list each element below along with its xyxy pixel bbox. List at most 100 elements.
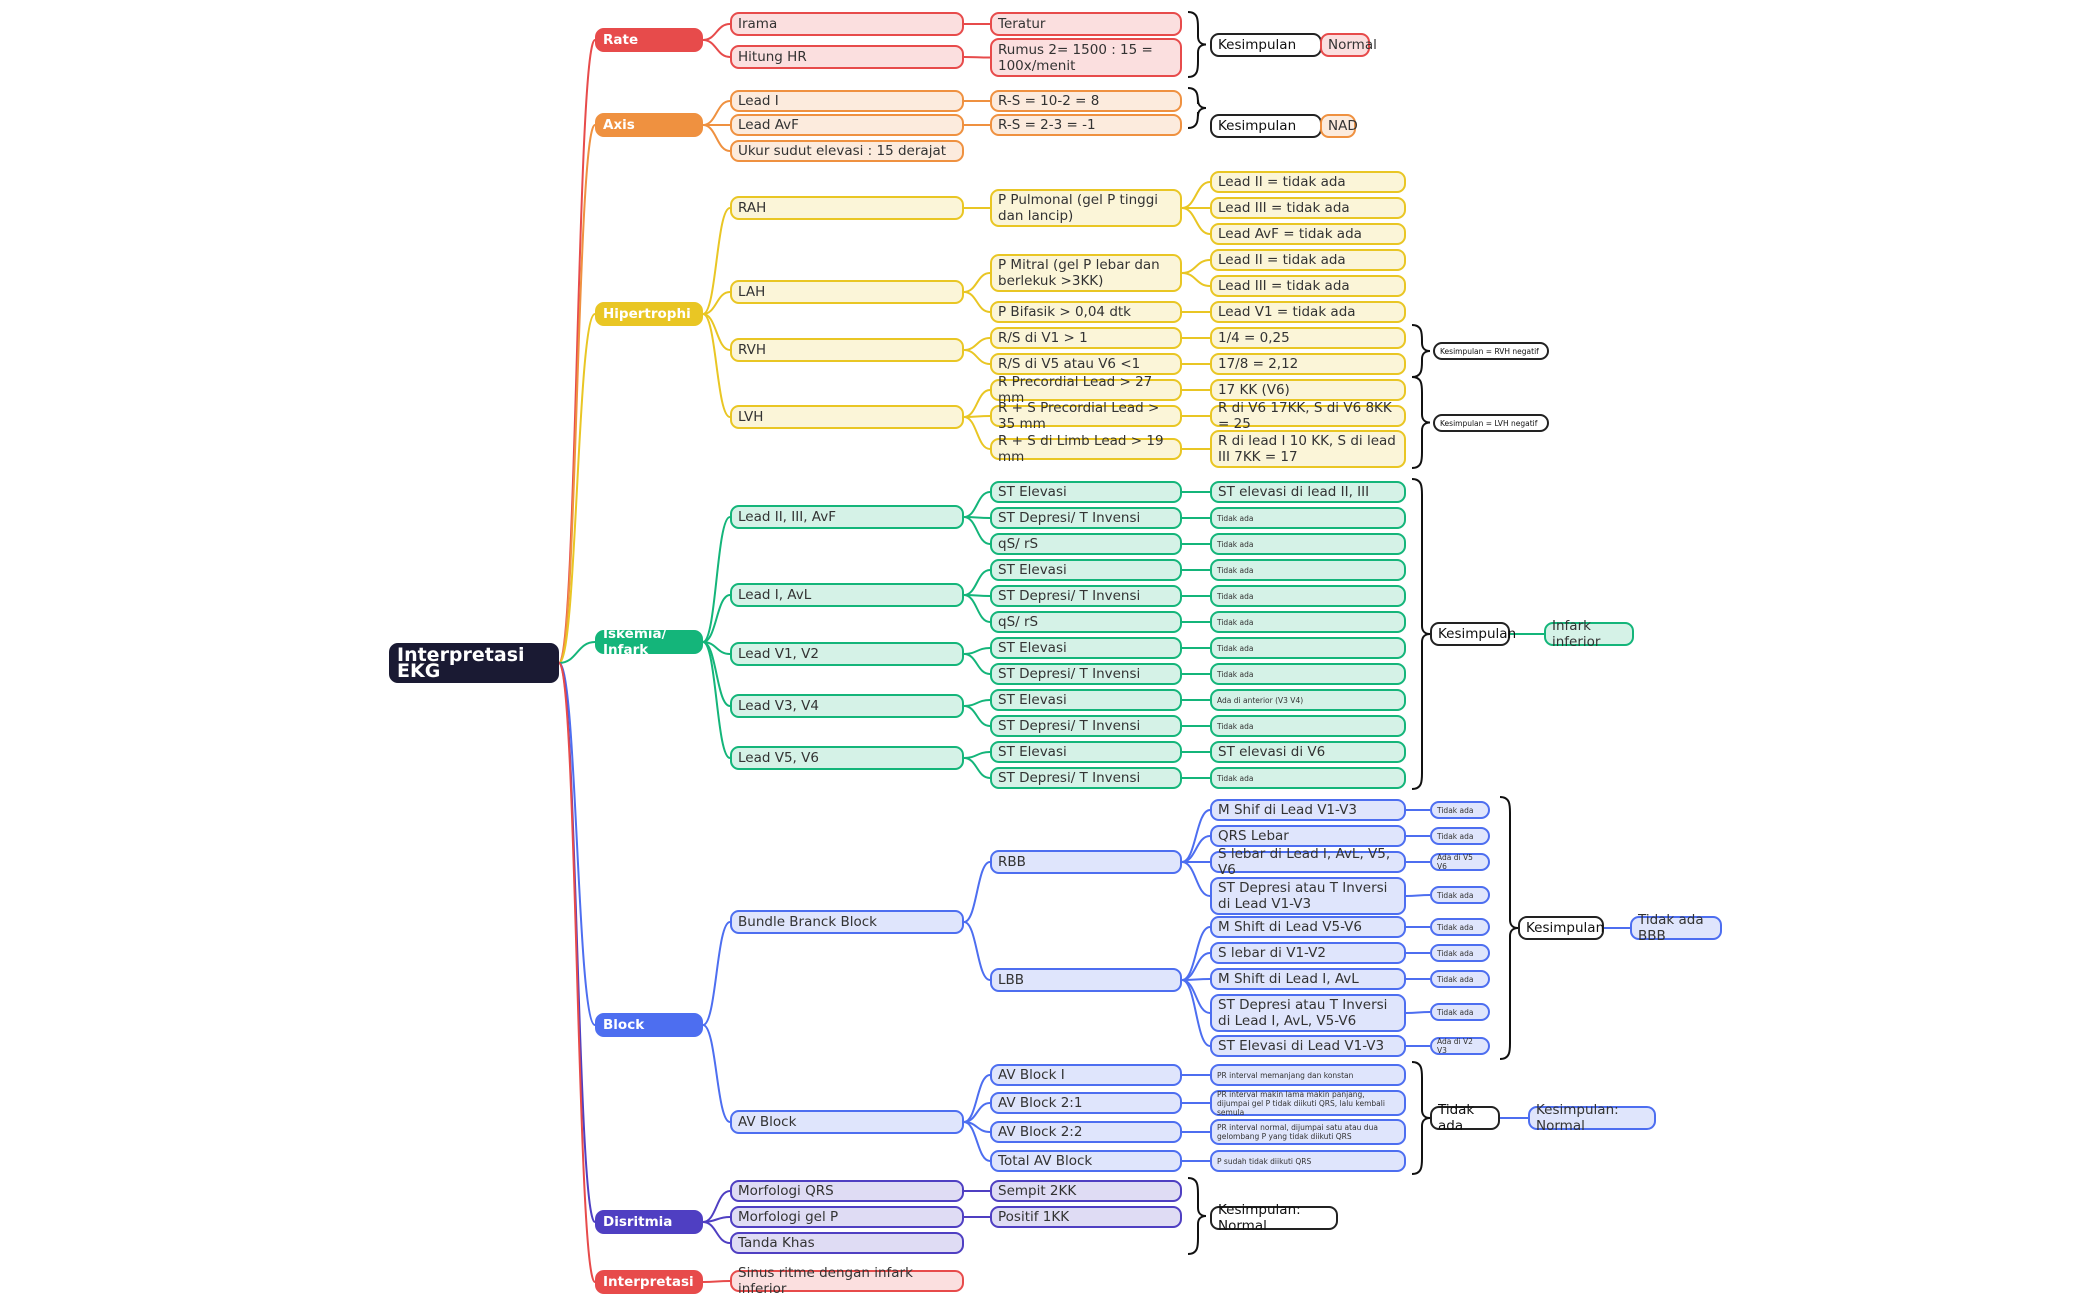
axis-0v[interactable]: R-S = 10-2 = 8	[990, 90, 1182, 112]
iskemia-criterion[interactable]: ST Depresi/ T Invensi	[990, 715, 1182, 737]
iskemia-criterion[interactable]: ST Elevasi	[990, 689, 1182, 711]
h-lah[interactable]: LAH	[730, 280, 964, 304]
av-block-criterion[interactable]: PR interval makin lama makin panjang, di…	[1210, 1090, 1406, 1117]
iskemia-kesimpulan[interactable]: Kesimpulan	[1430, 622, 1516, 646]
rbb-finding[interactable]: Tidak ada	[1430, 886, 1490, 904]
h-lvh-v0[interactable]: 17 KK (V6)	[1210, 379, 1406, 401]
b-av[interactable]: AV Block	[730, 1110, 964, 1134]
branch-block[interactable]: Block	[595, 1013, 703, 1037]
lbb-criterion[interactable]: ST Depresi atau T Inversi di Lead I, AvL…	[1210, 994, 1406, 1032]
branch-hipertrophi[interactable]: Hipertrophi	[595, 302, 703, 326]
rate-result[interactable]: Normal	[1320, 33, 1377, 57]
branch-disritmia[interactable]: Disritmia	[595, 1210, 703, 1234]
h-rah-l0[interactable]: Lead II = tidak ada	[1210, 171, 1406, 193]
axis-kesimpulan[interactable]: Kesimpulan	[1210, 114, 1322, 138]
axis-1v[interactable]: R-S = 2-3 = -1	[990, 114, 1182, 136]
iskemia-finding[interactable]: Tidak ada	[1210, 533, 1406, 555]
iskemia-finding[interactable]: Tidak ada	[1210, 767, 1406, 789]
rbb-finding[interactable]: Tidak ada	[1430, 801, 1490, 819]
lbb-criterion[interactable]: S lebar di V1-V2	[1210, 942, 1406, 964]
av-block-type[interactable]: AV Block 2:1	[990, 1092, 1182, 1114]
iskemia-group[interactable]: Lead V5, V6	[730, 746, 964, 770]
d-1v[interactable]: Positif 1KK	[990, 1206, 1182, 1228]
rbb-criterion[interactable]: ST Depresi atau T Inversi di Lead V1-V3	[1210, 877, 1406, 915]
interpretasi-value[interactable]: Sinus ritme dengan infark inferior	[730, 1265, 964, 1297]
iskemia-criterion[interactable]: qS/ rS	[990, 611, 1182, 633]
rbb-criterion[interactable]: S lebar di Lead I, AvL, V5, V6	[1210, 846, 1406, 878]
rate-1[interactable]: Hitung HR	[730, 45, 964, 69]
iskemia-finding[interactable]: Tidak ada	[1210, 559, 1406, 581]
h-rvh-v1[interactable]: 17/8 = 2,12	[1210, 353, 1406, 375]
iskemia-criterion[interactable]: ST Elevasi	[990, 481, 1182, 503]
h-lvh[interactable]: LVH	[730, 405, 964, 429]
av-block-criterion[interactable]: PR interval normal, dijumpai satu atau d…	[1210, 1119, 1406, 1145]
disritmia-kesimpulan[interactable]: Kesimpulan: Normal	[1210, 1202, 1338, 1234]
h-rah-l1[interactable]: Lead III = tidak ada	[1210, 197, 1406, 219]
branch-rate[interactable]: Rate	[595, 28, 703, 52]
iskemia-result[interactable]: Infark inferior	[1544, 618, 1634, 650]
h-lvh-v2[interactable]: R di lead I 10 KK, S di lead III 7KK = 1…	[1210, 430, 1406, 468]
h-lvh-c1[interactable]: R + S Precordial Lead > 35 mm	[990, 400, 1182, 432]
lbb-finding[interactable]: Tidak ada	[1430, 1003, 1490, 1021]
h-lvh-c0[interactable]: R Precordial Lead > 27 mm	[990, 374, 1182, 406]
iskemia-criterion[interactable]: ST Elevasi	[990, 637, 1182, 659]
iskemia-finding[interactable]: Tidak ada	[1210, 611, 1406, 633]
iskemia-criterion[interactable]: ST Elevasi	[990, 559, 1182, 581]
d-0[interactable]: Morfologi QRS	[730, 1180, 964, 1202]
rbb-criterion[interactable]: QRS Lebar	[1210, 825, 1406, 847]
h-lah-c0[interactable]: P Mitral (gel P lebar dan berlekuk >3KK)	[990, 254, 1182, 292]
axis-result[interactable]: NAD	[1320, 114, 1358, 138]
av-kesimpulan[interactable]: Tidak ada	[1430, 1102, 1500, 1134]
h-lah-l0[interactable]: Lead II = tidak ada	[1210, 249, 1406, 271]
h-rah[interactable]: RAH	[730, 196, 964, 220]
lbb-finding[interactable]: Ada di V2 V3	[1430, 1037, 1490, 1055]
av-block-criterion[interactable]: P sudah tidak diikuti QRS	[1210, 1150, 1406, 1172]
lbb-finding[interactable]: Tidak ada	[1430, 918, 1490, 936]
iskemia-group[interactable]: Lead II, III, AvF	[730, 505, 964, 529]
rate-0v[interactable]: Teratur	[990, 12, 1182, 36]
h-lvh-v1[interactable]: R di V6 17KK, S di V6 8KK = 25	[1210, 400, 1406, 432]
h-rah-l2[interactable]: Lead AvF = tidak ada	[1210, 223, 1406, 245]
iskemia-criterion[interactable]: ST Elevasi	[990, 741, 1182, 763]
bbb-kesimpulan[interactable]: Kesimpulan	[1518, 916, 1604, 940]
iskemia-finding[interactable]: Tidak ada	[1210, 507, 1406, 529]
av-block-type[interactable]: AV Block I	[990, 1064, 1182, 1086]
iskemia-finding[interactable]: Tidak ada	[1210, 637, 1406, 659]
lbb-finding[interactable]: Tidak ada	[1430, 970, 1490, 988]
root-node[interactable]: Interpretasi EKG	[389, 643, 559, 683]
axis-0[interactable]: Lead I	[730, 90, 964, 112]
iskemia-finding[interactable]: Tidak ada	[1210, 663, 1406, 685]
h-lah-c1[interactable]: P Bifasik > 0,04 dtk	[990, 301, 1182, 323]
iskemia-finding[interactable]: Tidak ada	[1210, 715, 1406, 737]
d-1[interactable]: Morfologi gel P	[730, 1206, 964, 1228]
b-lbb[interactable]: LBB	[990, 968, 1182, 992]
axis-2[interactable]: Ukur sudut elevasi : 15 derajat	[730, 140, 964, 162]
iskemia-criterion[interactable]: ST Depresi/ T Invensi	[990, 663, 1182, 685]
av-block-criterion[interactable]: PR interval memanjang dan konstan	[1210, 1064, 1406, 1086]
iskemia-group[interactable]: Lead V1, V2	[730, 642, 964, 666]
h-rvh-c0[interactable]: R/S di V1 > 1	[990, 327, 1182, 349]
rbb-criterion[interactable]: M Shif di Lead V1-V3	[1210, 799, 1406, 821]
av-block-type[interactable]: Total AV Block	[990, 1150, 1182, 1172]
bbb-result[interactable]: Tidak ada BBB	[1630, 912, 1722, 944]
iskemia-criterion[interactable]: ST Depresi/ T Invensi	[990, 767, 1182, 789]
h-rah-c[interactable]: P Pulmonal (gel P tinggi dan lancip)	[990, 189, 1182, 227]
rbb-finding[interactable]: Ada di V5 V6	[1430, 853, 1490, 871]
axis-1[interactable]: Lead AvF	[730, 114, 964, 136]
branch-iskemia[interactable]: Iskemia/ Infark	[595, 626, 703, 658]
rate-kesimpulan[interactable]: Kesimpulan	[1210, 33, 1322, 57]
lbb-criterion[interactable]: M Shift di Lead V5-V6	[1210, 916, 1406, 938]
rbb-finding[interactable]: Tidak ada	[1430, 827, 1490, 845]
iskemia-group[interactable]: Lead I, AvL	[730, 583, 964, 607]
h-rvh-v0[interactable]: 1/4 = 0,25	[1210, 327, 1406, 349]
iskemia-criterion[interactable]: qS/ rS	[990, 533, 1182, 555]
rate-0[interactable]: Irama	[730, 12, 964, 36]
h-lah-l2[interactable]: Lead V1 = tidak ada	[1210, 301, 1406, 323]
iskemia-finding[interactable]: Tidak ada	[1210, 585, 1406, 607]
d-0v[interactable]: Sempit 2KK	[990, 1180, 1182, 1202]
d-2[interactable]: Tanda Khas	[730, 1232, 964, 1254]
h-lah-l1[interactable]: Lead III = tidak ada	[1210, 275, 1406, 297]
iskemia-finding[interactable]: ST elevasi di V6	[1210, 741, 1406, 763]
av-block-type[interactable]: AV Block 2:2	[990, 1121, 1182, 1143]
rvh-kesimpulan[interactable]: Kesimpulan = RVH negatif	[1433, 342, 1549, 360]
